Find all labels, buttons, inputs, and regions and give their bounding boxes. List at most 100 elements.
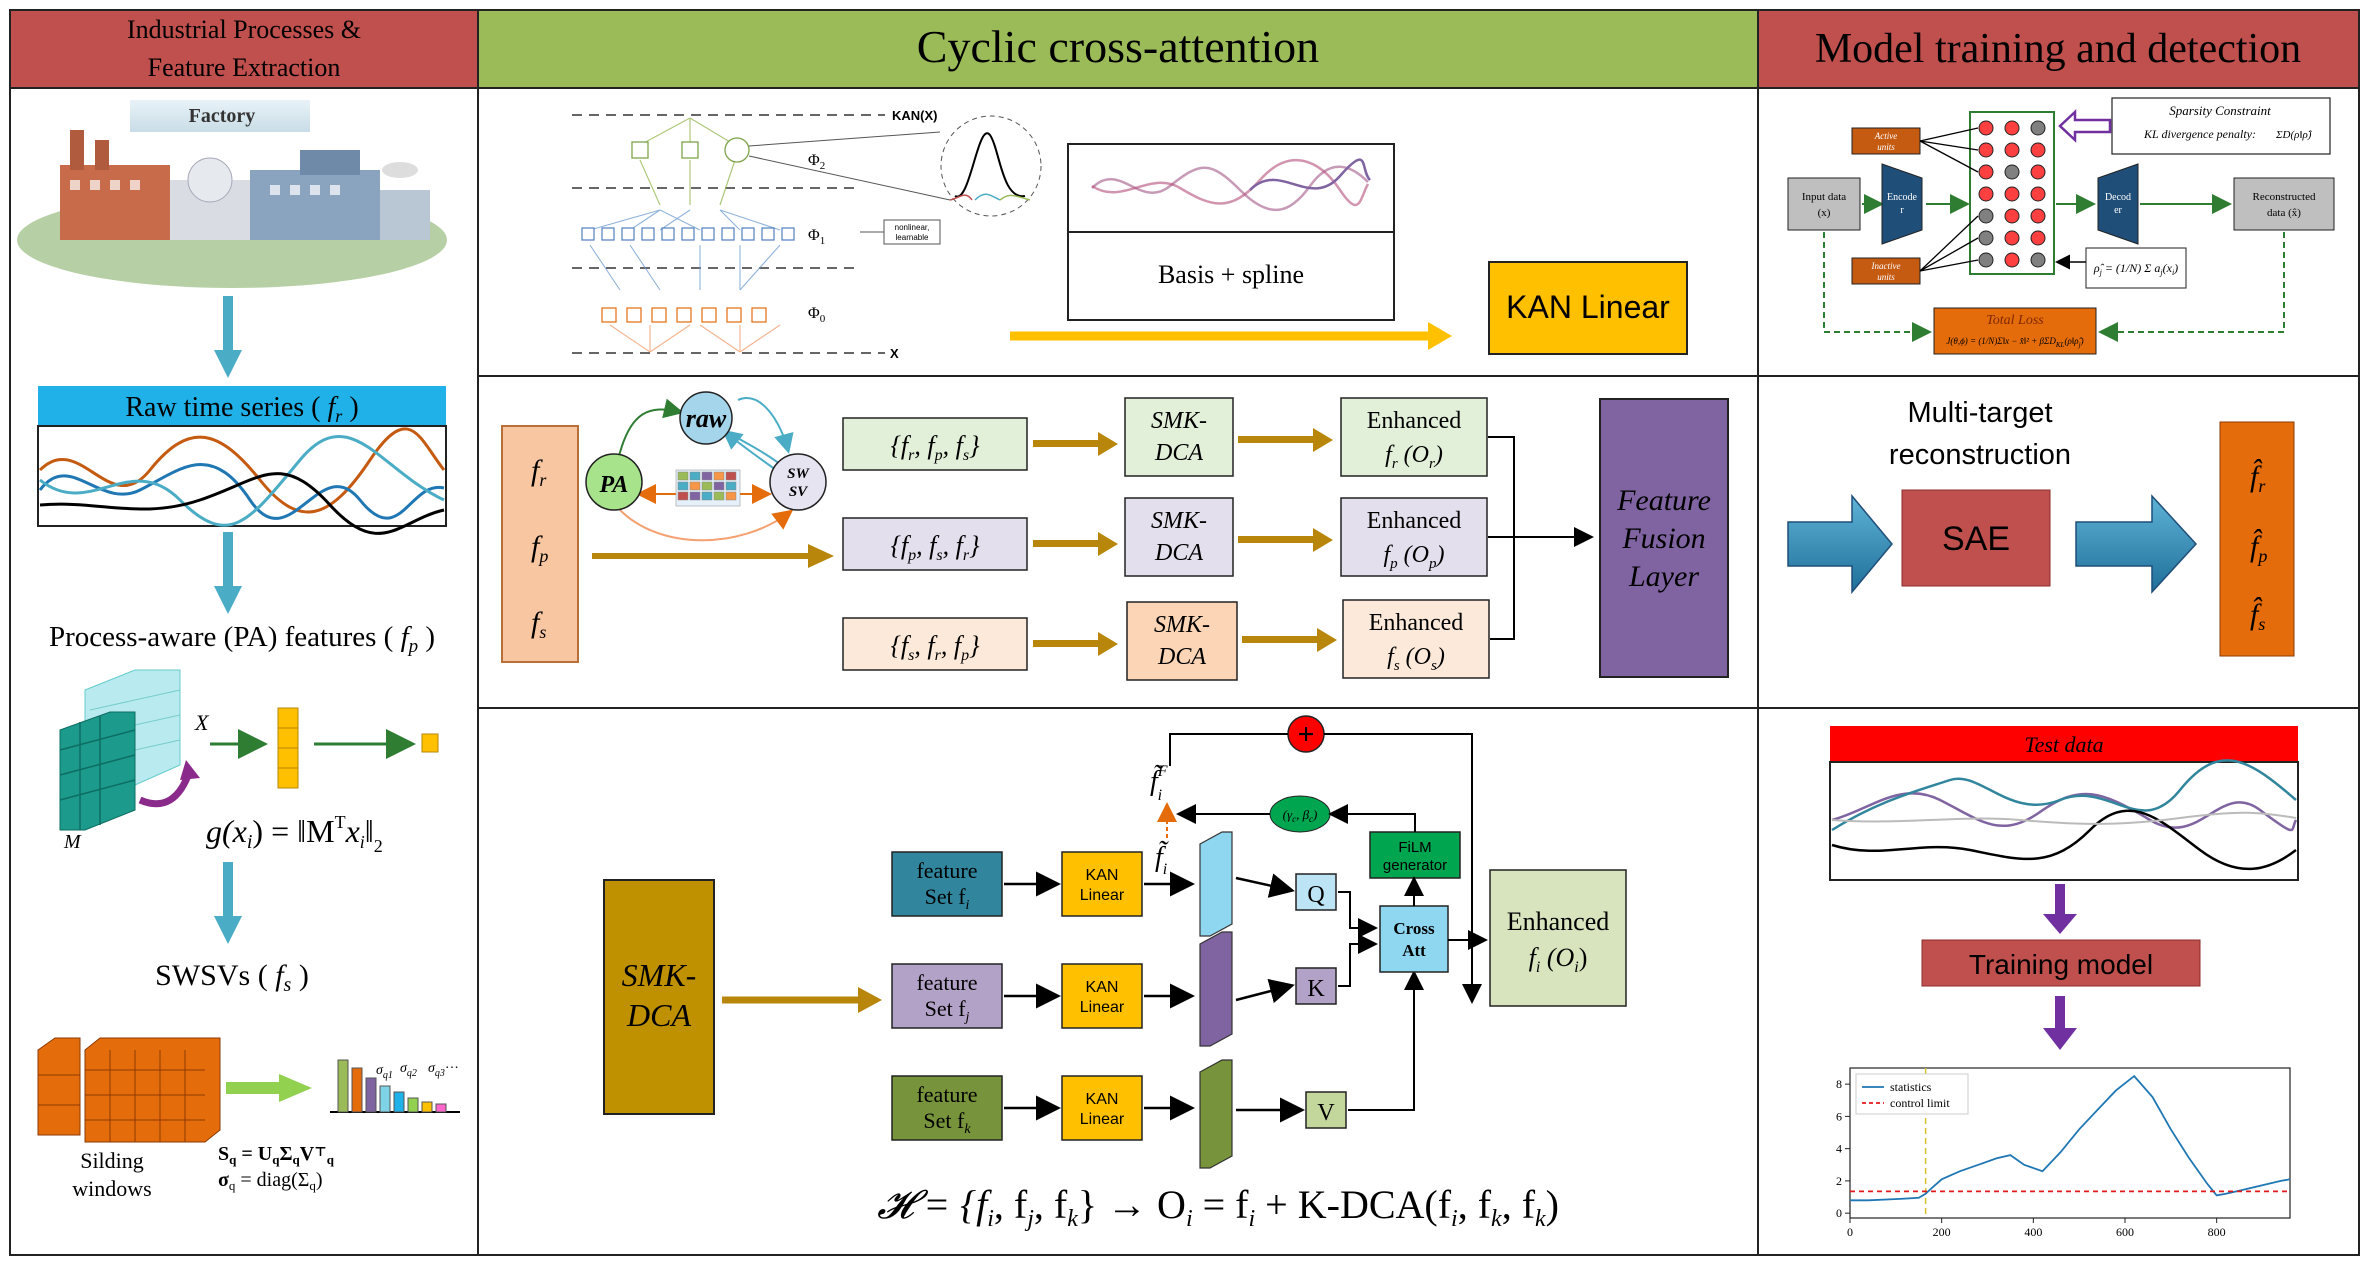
x-tick-label-3: 600 <box>2116 1225 2134 1239</box>
basis-spline-box: Basis + spline <box>1067 143 1395 321</box>
phi0-label: Φ0 <box>808 305 826 325</box>
kan-to-embedding-arrows <box>1144 871 1195 1121</box>
smk-3-line2: DCA <box>1157 644 1206 670</box>
smk-1-line1: SMK- <box>1151 408 1207 434</box>
training-model-box: Training model <box>1921 939 2201 987</box>
kl-formula: ΣD(ρ‖ρ̂) <box>2275 129 2313 141</box>
enhanced-p-line1: Enhanced <box>1367 508 1462 534</box>
kan-x-label: KAN(X) <box>892 108 938 123</box>
cross-att-box: Cross Att <box>1379 905 1449 973</box>
sigma-q1: σq1 <box>376 1063 393 1081</box>
header-left-line1: Industrial Processes & <box>127 15 361 44</box>
attention-matrix <box>675 469 741 507</box>
m-label: M <box>63 831 82 853</box>
dca-formula: 𝓗 = {fi, fj, fk} → Oi = fi + K-DCA(fi, f… <box>877 1182 1559 1232</box>
smk-dca-large: SMK- DCA <box>603 879 715 1115</box>
recon-arrow-in <box>1787 493 1893 595</box>
kan-linear-box: KAN Linear <box>1488 261 1688 355</box>
enhanced-s-line2: fs (Os) <box>1387 644 1445 674</box>
film-line1: FiLM <box>1398 839 1431 856</box>
triplet-set-2: {fp, fs, fr} <box>842 517 1028 571</box>
kan-k-line2: Linear <box>1080 1111 1125 1128</box>
v-label: V <box>1317 1100 1335 1126</box>
cross-att-line2: Att <box>1402 941 1426 960</box>
g-formula: g(xi) = ‖MTxi‖2 <box>206 812 383 856</box>
f-tilde-label: f̃i <box>1155 841 1170 878</box>
x-tick-label-2: 400 <box>2024 1225 2042 1239</box>
kan-network-diagram: KAN(X) X Φ2 Φ1 Φ0 nonlinear, learnab <box>572 108 1042 361</box>
smk-dca-box-2: SMK- DCA <box>1124 497 1234 577</box>
residual-lines <box>1169 733 1482 1004</box>
fusion-line2: Fusion <box>1621 522 1705 555</box>
kan-linear-i: KAN Linear <box>1061 851 1143 917</box>
test-to-training-arrow <box>2043 884 2077 934</box>
plus-label: + <box>1297 718 1314 751</box>
enhanced-box-s: Enhanced fs (Os) <box>1342 599 1490 679</box>
header-left: Industrial Processes & Feature Extractio… <box>11 11 477 87</box>
inactive-units-1: Inactive <box>1871 261 1901 271</box>
kan-i-line2: Linear <box>1080 887 1125 904</box>
column-vector <box>277 707 299 789</box>
smk-2-line1: SMK- <box>1151 508 1207 534</box>
enhanced-r-line1: Enhanced <box>1367 408 1462 434</box>
smk-2-line2: DCA <box>1154 540 1203 566</box>
recon-title-2: reconstruction <box>1889 439 2071 471</box>
nonlinear-label-1: nonlinear, <box>895 223 930 232</box>
y-tick-label-4: 8 <box>1836 1077 1842 1091</box>
header-middle: Cyclic cross-attention <box>479 11 1757 87</box>
sae-label: SAE <box>1942 520 2010 558</box>
smk-to-features-arrow <box>722 987 882 1013</box>
feature-stack-box: fr fp fs <box>501 425 579 663</box>
enhanced-r-line2: fr (Or) <box>1385 442 1443 472</box>
fusion-line1: Feature <box>1616 484 1711 517</box>
sae-architecture: Sparsity Constraint KL divergence penalt… <box>1787 97 2335 355</box>
enhanced-out-line1: Enhanced <box>1507 907 1610 936</box>
phi2-label: Φ2 <box>808 152 825 172</box>
y-tick-label-1: 2 <box>1836 1174 1842 1188</box>
input-data-2: (x) <box>1818 207 1831 219</box>
sliding-label-1: Silding <box>80 1148 144 1173</box>
nonlinear-label-2: learnable <box>896 233 929 242</box>
triplet-set-3-label: {fs, fr, fp} <box>891 631 981 664</box>
reconstructed-2: data (x̂) <box>2267 207 2301 219</box>
triplet-to-smk-arrows <box>1033 432 1118 656</box>
active-units-2: units <box>1877 142 1895 152</box>
sparsity-label: Sparsity Constraint <box>2169 103 2271 118</box>
feature-set-i-line1: feature <box>916 858 977 883</box>
scalar-output <box>421 733 439 753</box>
enhanced-out-line2: fi (Oi) <box>1529 943 1588 976</box>
decoder-1: Decod <box>2105 192 2131 203</box>
q-box: Q <box>1295 873 1337 911</box>
feature-set-k-line2: Set fk <box>923 1108 971 1137</box>
kan-j-line2: Linear <box>1080 999 1125 1016</box>
k-label: K <box>1307 976 1325 1002</box>
legend-label-0: statistics <box>1890 1080 1932 1094</box>
sliding-label-2: windows <box>72 1176 151 1201</box>
header-left-line2: Feature Extraction <box>148 53 341 82</box>
feature-set-k-line1: feature <box>916 1082 977 1107</box>
kan-j-line1: KAN <box>1086 979 1119 996</box>
test-data-box: Test data <box>1829 726 2299 881</box>
film-line2: generator <box>1383 857 1447 874</box>
y-tick-label-2: 4 <box>1836 1142 1842 1156</box>
encoder-1: Encode <box>1887 192 1918 203</box>
enhanced-output-box: Enhanced fi (Oi) <box>1489 869 1627 1007</box>
test-data-label: Test data <box>2024 732 2103 757</box>
smk-3-line1: SMK- <box>1154 612 1210 638</box>
basis-spline-label: Basis + spline <box>1158 260 1304 289</box>
pa-node-label: PA <box>599 472 629 498</box>
kan-yellow-arrow <box>1010 322 1452 350</box>
enhanced-box-r: Enhanced fr (Or) <box>1340 397 1488 477</box>
feature-set-i: feature Set fi <box>891 851 1003 917</box>
sv-node-label: SV <box>789 484 809 500</box>
triplet-set-1-label: {fr, fp, fs} <box>891 431 981 464</box>
kan-linear-j: KAN Linear <box>1061 963 1143 1029</box>
qkv-to-crossatt-lines <box>1338 891 1424 1111</box>
decoder-2: er <box>2114 205 2122 216</box>
feature-to-kan-arrows <box>1004 871 1061 1121</box>
y-tick-label-0: 0 <box>1836 1206 1842 1220</box>
raw-series-label: Raw time series ( fr ) <box>125 392 358 426</box>
factory-illustration: Factory <box>17 100 447 288</box>
raw-series-box: Raw time series ( fr ) <box>37 386 447 535</box>
